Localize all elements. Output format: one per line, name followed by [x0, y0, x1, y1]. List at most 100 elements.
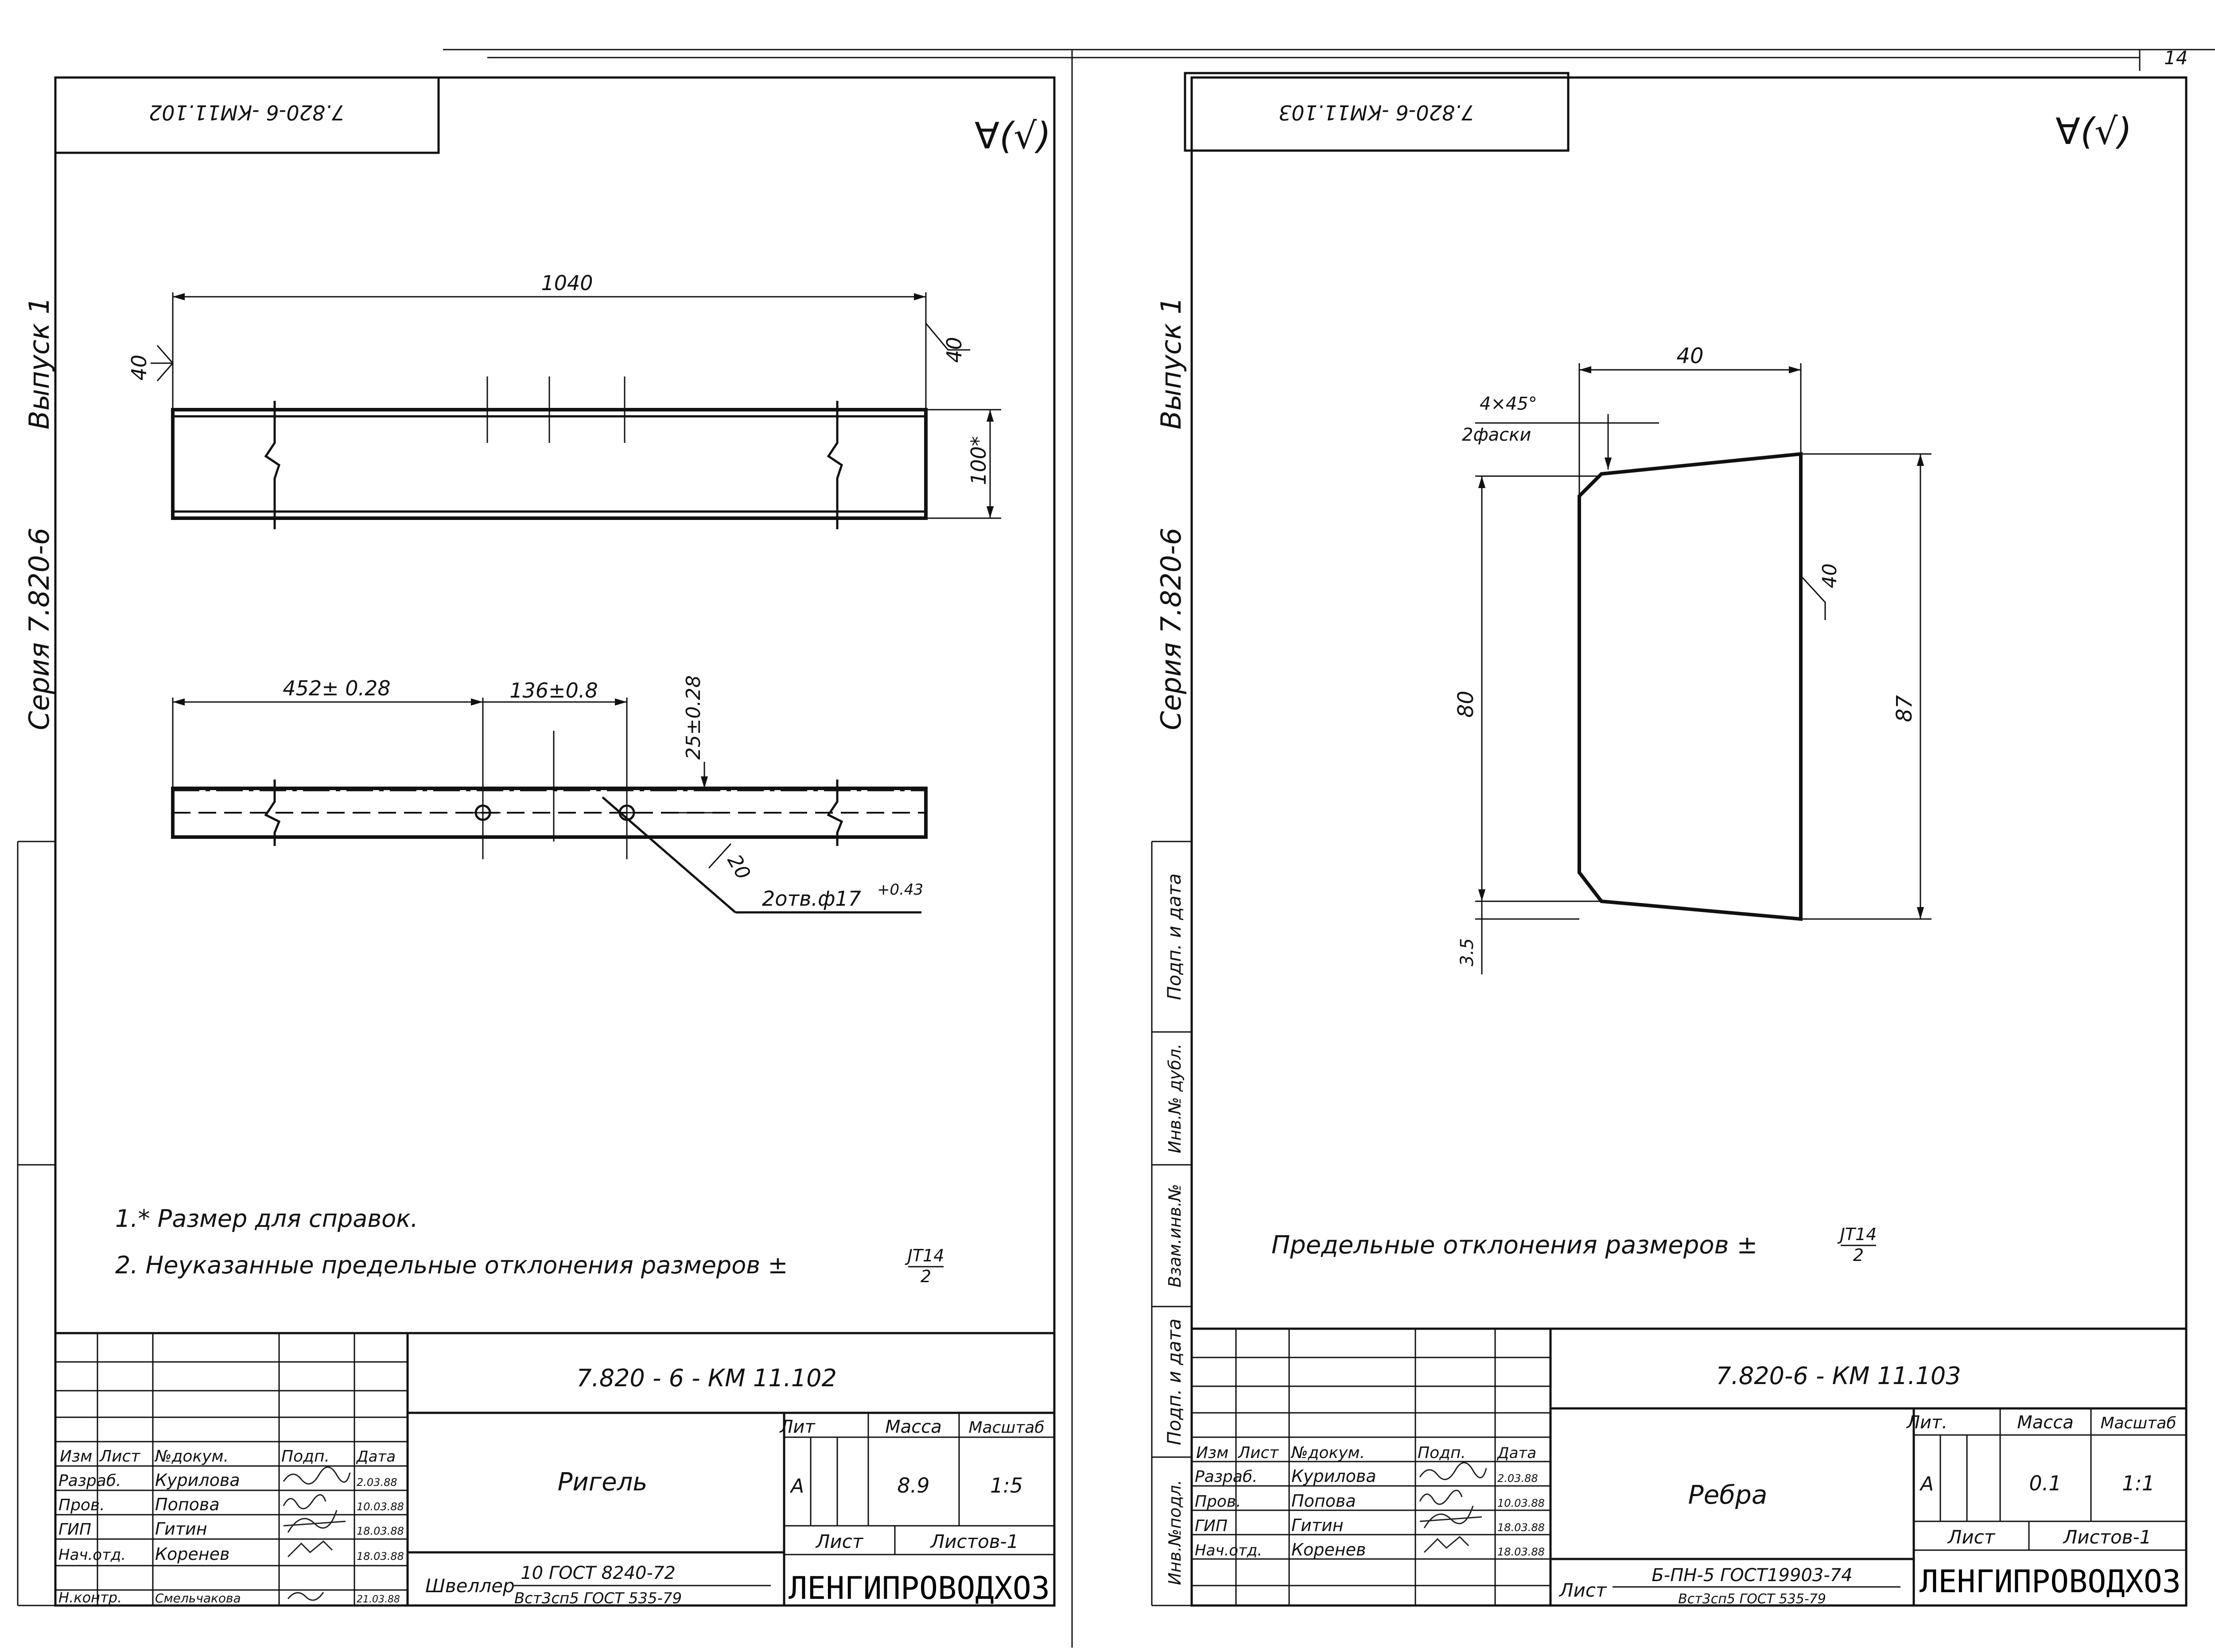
- left-material-prefix: Швеллер: [425, 1575, 515, 1597]
- left-signatures: [283, 1466, 351, 1601]
- right-mass-value: 0.1: [2029, 1471, 2061, 1495]
- right-lit-value: А: [1919, 1473, 1934, 1495]
- right-tolerance-den: 2: [1853, 1245, 1864, 1265]
- right-hdr-sheet: Лист: [1237, 1444, 1279, 1462]
- right-code-stamp: 7.820-6 -КМ11.103: [1278, 101, 1474, 124]
- left-sheet-label: Лист: [815, 1531, 864, 1552]
- right-hdr-date: Дата: [1496, 1444, 1536, 1462]
- dim-chamfer-note: 2фаски: [1462, 425, 1531, 445]
- side-label-sign-date-2: Подп. и дата: [1163, 1318, 1185, 1445]
- left-row4-name: Смельчакова: [155, 1591, 241, 1605]
- left-row1-role: Пров.: [58, 1496, 105, 1514]
- left-row1-name: Попова: [155, 1495, 220, 1514]
- dim-rib-weld: 40: [1819, 563, 1841, 588]
- left-lit-value: А: [789, 1475, 804, 1497]
- right-lit-label: Лит.: [1906, 1412, 1947, 1433]
- right-row1-date: 10.03.88: [1497, 1497, 1545, 1509]
- left-designation: 7.820 - 6 - КМ 11.102: [576, 1364, 837, 1392]
- left-issue-label: Выпуск 1: [23, 297, 55, 429]
- dim-rib-width: 40: [1676, 344, 1703, 368]
- dim-left-height: 80: [1453, 690, 1478, 717]
- dim-hole-position: 452± 0.28: [283, 676, 390, 700]
- left-mass-value: 8.9: [897, 1474, 929, 1497]
- dim-hole-offset: 25±0.28: [682, 675, 705, 760]
- note-tolerances: 2. Неуказанные предельные отклонения раз…: [115, 1251, 788, 1279]
- side-label-dup-inv: Инв.№ дубл.: [1165, 1043, 1185, 1153]
- right-organization: ЛЕНГИПРОВОДХОЗ: [1920, 1563, 2181, 1600]
- right-row0-name: Курилова: [1291, 1466, 1376, 1486]
- left-material-top: 10 ГОСТ 8240-72: [521, 1563, 676, 1583]
- right-note-tolerances: Предельные отклонения размеров ±: [1271, 1231, 1757, 1260]
- right-tolerance-num: JT14: [1837, 1225, 1877, 1244]
- left-row3-name: Коренев: [155, 1544, 229, 1564]
- left-part-name: Ригель: [558, 1468, 648, 1497]
- right-sheets-label: Листов-1: [2063, 1526, 2152, 1548]
- dim-weld-left: 40: [127, 355, 151, 381]
- right-scale-value: 1:1: [2122, 1471, 2155, 1495]
- side-label-replace-inv: Взам.инв.№: [1165, 1184, 1185, 1287]
- right-material-top: Б-ПН-5 ГОСТ19903-74: [1652, 1565, 1852, 1586]
- dim-holes: 2отв.ф17: [762, 887, 861, 911]
- right-row2-name: Гитин: [1291, 1516, 1344, 1535]
- left-material-bottom: Вст3сп5 ГОСТ 535-79: [514, 1590, 682, 1607]
- dim-length: 1040: [541, 271, 593, 295]
- right-issue-label: Выпуск 1: [1155, 297, 1187, 429]
- right-title-block-grid: [1192, 1327, 2186, 1605]
- right-sheet-frame: [1151, 72, 2188, 1607]
- right-hdr-sign: Подп.: [1418, 1444, 1466, 1462]
- left-row0-role: Разраб.: [58, 1472, 121, 1490]
- left-hdr-date: Дата: [356, 1448, 396, 1466]
- right-row3-date: 18.03.88: [1497, 1546, 1545, 1558]
- left-scale-label: Масштаб: [968, 1419, 1044, 1437]
- dim-hole-spacing: 136±0.8: [509, 679, 598, 702]
- right-sheet-label: Лист: [1947, 1526, 1996, 1548]
- right-hdr-doc: №докум.: [1290, 1444, 1365, 1462]
- left-row1-date: 10.03.88: [357, 1501, 404, 1513]
- left-roughness-symbol: ∀(√): [975, 115, 1051, 157]
- left-hdr-change: Изм: [60, 1447, 92, 1466]
- dim-bottom: 3.5: [1457, 938, 1477, 966]
- left-sheets-label: Листов-1: [930, 1531, 1019, 1552]
- dim-hole-weld: 20: [723, 851, 754, 884]
- right-designation: 7.820-6 - КМ 11.103: [1716, 1362, 1961, 1390]
- left-row2-date: 18.03.88: [357, 1525, 404, 1537]
- dim-height: 100*: [967, 436, 991, 485]
- right-row1-name: Попова: [1291, 1491, 1356, 1511]
- dim-right-height: 87: [1892, 695, 1917, 722]
- right-row0-role: Разраб.: [1195, 1468, 1257, 1486]
- left-lit-label: Лит: [779, 1417, 816, 1437]
- left-row4-date: 21.03.88: [357, 1594, 400, 1605]
- left-row3-role: Нач.отд.: [58, 1546, 126, 1564]
- side-label-sign-date-1: Подп. и дата: [1163, 873, 1185, 1000]
- right-roughness-symbol: ∀(√): [2056, 111, 2132, 153]
- right-material-bottom: Вст3сп5 ГОСТ 535-79: [1678, 1591, 1826, 1607]
- left-sheet-frame: [17, 76, 1056, 1607]
- left-series-label: Серия 7.820-6: [23, 527, 55, 730]
- side-label-orig-inv: Инв.№подл.: [1165, 1480, 1185, 1585]
- left-hdr-doc: №докум.: [154, 1447, 229, 1466]
- rib-plate-view: [1475, 363, 1931, 974]
- left-row2-name: Гитин: [155, 1519, 207, 1539]
- left-organization: ЛЕНГИПРОВОДХОЗ: [789, 1570, 1050, 1606]
- left-row2-role: ГИП: [58, 1520, 91, 1539]
- left-tolerance-num: JT14: [905, 1246, 944, 1265]
- right-row1-role: Пров.: [1195, 1493, 1241, 1511]
- left-title-block-grid: [55, 1332, 1054, 1605]
- left-hdr-sign: Подп.: [281, 1447, 330, 1466]
- right-row2-date: 18.03.88: [1497, 1521, 1545, 1534]
- dim-holes-tolerance: +0.43: [877, 881, 923, 899]
- left-row3-date: 18.03.88: [357, 1550, 404, 1563]
- left-scale-value: 1:5: [990, 1474, 1023, 1497]
- dim-weld-right: 40: [942, 337, 966, 363]
- left-tolerance-den: 2: [921, 1267, 931, 1286]
- right-row3-role: Нач.отд.: [1195, 1542, 1262, 1559]
- left-row0-name: Курилова: [155, 1470, 240, 1490]
- left-code-stamp: 7.820-6 -КМ11.102: [149, 101, 345, 124]
- left-mass-label: Масса: [885, 1417, 942, 1437]
- right-row0-date: 2.03.88: [1497, 1472, 1538, 1485]
- left-row0-date: 2.03.88: [357, 1476, 397, 1489]
- right-series-label: Серия 7.820-6: [1155, 527, 1187, 730]
- right-row3-name: Коренев: [1291, 1540, 1366, 1559]
- right-part-name: Ребра: [1688, 1480, 1768, 1510]
